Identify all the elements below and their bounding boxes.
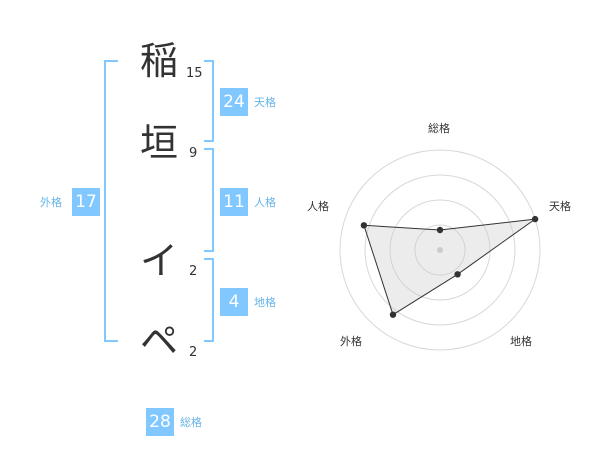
radar-ring [414,224,466,276]
radar-series-area [363,218,536,316]
soukaku-label: 総格 [180,416,202,429]
radar-center-dot [437,247,443,253]
tenkaku-bracket [204,60,214,142]
radar-point [454,271,461,278]
stroke-count-3: 2 [189,264,198,279]
radar-point [531,215,539,223]
radar-ring [364,174,516,326]
stroke-count-1: 15 [186,66,203,81]
radar-axis-label: 人格 [307,200,329,213]
tenkaku-value: 24 [220,88,248,116]
radar-axis-label: 外格 [340,335,362,348]
name-char-2: 垣 [140,121,179,165]
radar-ring [339,149,541,351]
chikaku-value: 4 [220,288,248,316]
radar-axis-label: 総格 [428,122,450,135]
name-char-1: 稲 [140,39,179,83]
jinkaku-label: 人格 [254,196,276,209]
name-char-3: イ [140,239,179,283]
chikaku-bracket [204,258,214,342]
jinkaku-value: 11 [220,188,248,216]
stroke-count-2: 9 [189,146,198,161]
stroke-count-4: 2 [189,345,198,360]
radar-ring [389,199,491,301]
radar-axis-label: 地格 [510,335,532,348]
chikaku-label: 地格 [254,296,276,309]
gaikaku-bracket [104,60,118,342]
tenkaku-label: 天格 [254,96,276,109]
radar-point [389,311,397,318]
soukaku-value: 28 [146,408,174,436]
radar-point [360,222,368,229]
gaikaku-value: 17 [72,188,100,216]
gaikaku-label: 外格 [40,196,62,209]
radar-point [436,226,444,234]
radar-axis-label: 天格 [549,200,571,213]
name-char-4: ペ [140,319,179,363]
jinkaku-bracket [204,148,214,252]
